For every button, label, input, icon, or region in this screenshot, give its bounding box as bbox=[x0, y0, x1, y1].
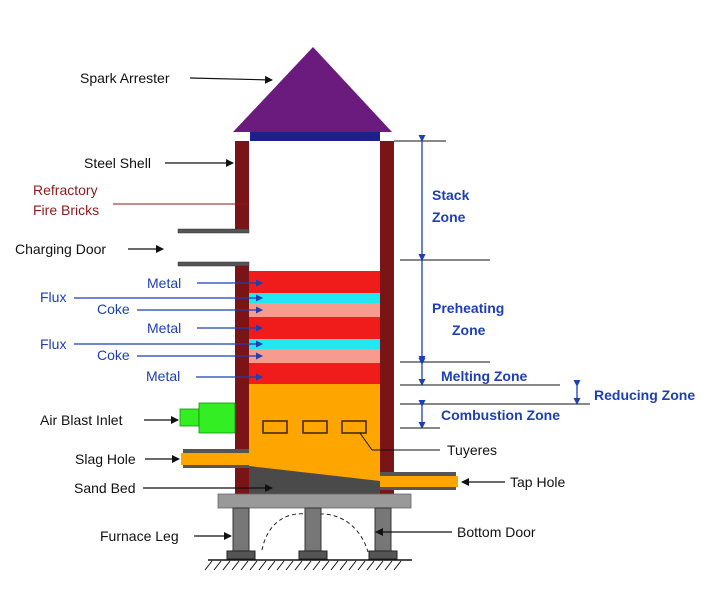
tap-hole-spout bbox=[380, 476, 458, 487]
ground-hatch-stroke bbox=[285, 560, 294, 571]
ground-hatch-stroke bbox=[276, 560, 285, 571]
ground-hatch-stroke bbox=[357, 560, 366, 571]
label-tap-hole: Tap Hole bbox=[510, 474, 565, 490]
ground-hatch-stroke bbox=[222, 560, 231, 571]
flux-layer-1 bbox=[249, 293, 380, 303]
ground-hatch-stroke bbox=[330, 560, 339, 571]
preheating-zone-label-1: Preheating bbox=[432, 300, 504, 316]
sand-bed bbox=[249, 466, 380, 494]
ground-hatch-stroke bbox=[348, 560, 357, 571]
label-metal-1: Metal bbox=[147, 275, 181, 291]
label-coke-1: Coke bbox=[97, 301, 130, 317]
label-flux-2: Flux bbox=[40, 336, 66, 352]
ground-hatch-stroke bbox=[321, 560, 330, 571]
label-charging-door: Charging Door bbox=[15, 241, 106, 257]
ground-hatch-stroke bbox=[366, 560, 375, 571]
label-furnace-leg: Furnace Leg bbox=[100, 528, 179, 544]
tap-hole-ledge-bottom bbox=[380, 487, 456, 490]
furnace-leg-middle bbox=[304, 507, 322, 553]
label-coke-2: Coke bbox=[97, 347, 130, 363]
charging-door-ledge-bottom bbox=[177, 261, 250, 267]
charging-door-ledge-top bbox=[177, 228, 250, 234]
label-spark-arrester: Spark Arrester bbox=[80, 70, 170, 86]
left-shell-lower bbox=[235, 265, 249, 494]
ground-hatch-stroke bbox=[339, 560, 348, 571]
melting-zone-label: Melting Zone bbox=[441, 368, 528, 384]
arrow-spark-arrester bbox=[189, 75, 273, 84]
metal-layer-2 bbox=[249, 317, 380, 339]
ground-hatch-stroke bbox=[258, 560, 267, 571]
leg-foot-left bbox=[226, 550, 256, 560]
label-flux-1: Flux bbox=[40, 289, 66, 305]
spark-arrester-roof bbox=[233, 47, 392, 132]
reducing-zone-label: Reducing Zone bbox=[594, 387, 695, 403]
ground-hatching bbox=[204, 560, 402, 571]
label-slag-hole: Slag Hole bbox=[75, 451, 136, 467]
preheating-zone-label-2: Zone bbox=[452, 322, 486, 338]
leg-foot-right bbox=[368, 550, 398, 560]
slag-hole-ledge-top bbox=[183, 449, 249, 453]
roof-base bbox=[250, 132, 380, 141]
stack-zone-label-2: Zone bbox=[432, 209, 466, 225]
tuyere-2 bbox=[302, 420, 328, 434]
ground-hatch-stroke bbox=[312, 560, 321, 571]
ground-hatch-stroke bbox=[294, 560, 303, 571]
ground-hatch-stroke bbox=[213, 560, 222, 571]
label-air-blast-inlet: Air Blast Inlet bbox=[40, 412, 123, 428]
ground-hatch-stroke bbox=[384, 560, 393, 571]
coke-layer-1 bbox=[249, 303, 380, 317]
tap-hole-ledge-top bbox=[380, 472, 456, 476]
base-platform bbox=[217, 493, 412, 509]
pointer-tuyeres bbox=[359, 432, 373, 451]
ground-hatch-stroke bbox=[204, 560, 213, 571]
air-blast-flange bbox=[198, 402, 236, 434]
ground-hatch-stroke bbox=[375, 560, 384, 571]
ground-hatch-stroke bbox=[303, 560, 312, 571]
ground-hatch-stroke bbox=[267, 560, 276, 571]
ground-hatch-stroke bbox=[393, 560, 402, 571]
air-blast-inlet bbox=[179, 408, 200, 427]
slag-hole-ledge-bottom bbox=[183, 465, 249, 468]
left-shell-upper bbox=[235, 141, 249, 230]
label-refractory-line2: Fire Bricks bbox=[33, 202, 99, 218]
label-metal-3: Metal bbox=[146, 368, 180, 384]
label-metal-2: Metal bbox=[147, 320, 181, 336]
metal-layer-3 bbox=[249, 363, 380, 384]
label-bottom-door: Bottom Door bbox=[457, 524, 536, 540]
combustion-zone-label: Combustion Zone bbox=[441, 407, 560, 423]
right-shell bbox=[380, 141, 394, 494]
ground-hatch-stroke bbox=[249, 560, 258, 571]
stack-zone-label-1: Stack bbox=[432, 187, 470, 203]
label-steel-shell: Steel Shell bbox=[84, 155, 151, 171]
tuyere-3 bbox=[341, 420, 367, 434]
flux-layer-2 bbox=[249, 339, 380, 349]
coke-layer-2 bbox=[249, 349, 380, 363]
ground-hatch-stroke bbox=[231, 560, 240, 571]
leg-foot-middle bbox=[298, 550, 328, 560]
label-refractory-line1: Refractory bbox=[33, 182, 98, 198]
label-tuyeres: Tuyeres bbox=[447, 442, 497, 458]
slag-hole-spout bbox=[181, 453, 249, 465]
furnace-leg-right bbox=[374, 507, 392, 553]
label-sand-bed: Sand Bed bbox=[74, 480, 136, 496]
tuyere-1 bbox=[262, 420, 288, 434]
bottom-door bbox=[261, 513, 369, 553]
metal-layer-1 bbox=[249, 271, 380, 293]
ground-hatch-stroke bbox=[240, 560, 249, 571]
furnace-leg-left bbox=[232, 507, 250, 553]
